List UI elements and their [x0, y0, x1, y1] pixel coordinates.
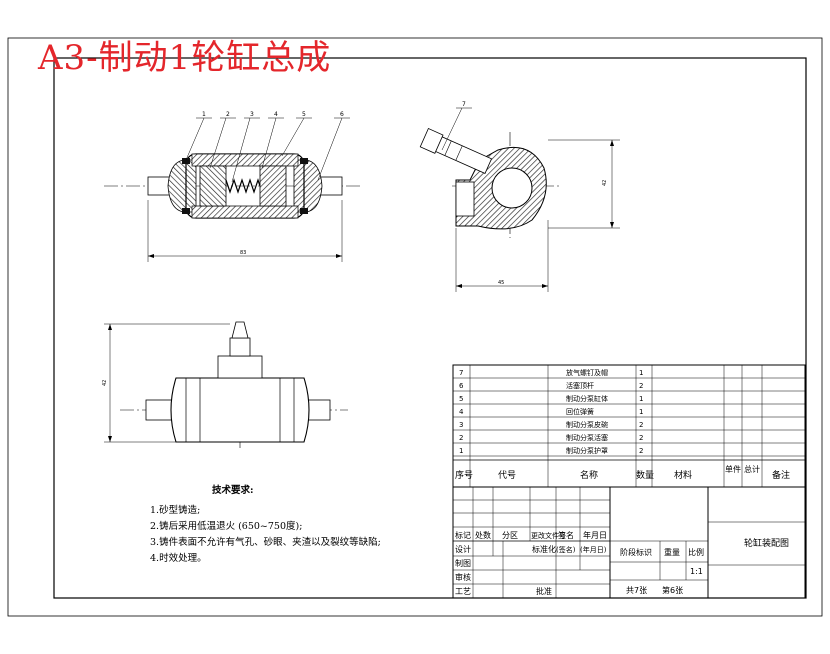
tb-stage: 阶段标识 — [620, 547, 652, 557]
section-view: 1 2 3 4 5 6 83 — [104, 111, 360, 262]
bom-row-qty: 2 — [639, 382, 643, 390]
bom-rows: 7 放气螺钉及帽 1 6 活塞顶杆 2 5 制动分泵缸体 1 4 回位弹簧 1 3 制动分泵皮碗 2 2 制动分… — [459, 368, 643, 455]
note-2: 2.铸后采用低温退火 (650~750度); — [150, 521, 303, 532]
balloon-7: 7 — [462, 101, 466, 108]
bom-row-no: 5 — [459, 395, 463, 403]
tb-mark: 标记 — [455, 530, 471, 540]
bom-row-name: 制动分泵护罩 — [566, 446, 608, 455]
note-3: 3.铸件表面不允许有气孔、砂眼、夹渣以及裂纹等缺陷; — [150, 537, 381, 548]
bom-row-no: 2 — [459, 434, 463, 442]
bom-row-qty: 1 — [639, 408, 643, 416]
bom-row-name: 制动分泵皮碗 — [566, 420, 608, 429]
bom-row-qty: 1 — [639, 369, 643, 377]
tb-scale: 比例 — [688, 547, 704, 557]
tb-date: 年月日 — [583, 530, 607, 540]
bom-row-name: 活塞顶杆 — [566, 381, 594, 390]
side-view: 7 42 45 — [419, 101, 620, 292]
tb-scale-val: 1:1 — [690, 567, 703, 576]
tb-process: 工艺 — [455, 587, 471, 596]
bom-row-no: 6 — [459, 382, 464, 390]
bom-header-total: 总计 — [744, 464, 760, 474]
bom-row-no: 3 — [459, 421, 463, 429]
tb-sign2: (签名) — [556, 545, 576, 554]
dim-height-side: 42 — [602, 180, 608, 186]
bom-row-qty: 2 — [639, 447, 643, 455]
bom-row-qty: 2 — [639, 434, 643, 442]
bom-row-qty: 2 — [639, 421, 643, 429]
tb-zone: 分区 — [502, 531, 518, 540]
bom-header-no: 序号 — [455, 469, 473, 481]
tb-count: 处数 — [475, 530, 491, 540]
title-block-grid — [452, 486, 806, 599]
tb-drawing-name: 轮缸装配图 — [744, 537, 789, 549]
title-block-text: 标记 处数 分区 更改文件号 签名 年月日 设计 标准化 (签名) (年月日) … — [455, 530, 789, 596]
bom-header-material: 材料 — [674, 469, 692, 481]
tb-weight: 重量 — [664, 547, 680, 557]
inner-border — [53, 57, 807, 599]
bom-row-name: 放气螺钉及帽 — [566, 368, 608, 377]
dim-length: 83 — [240, 250, 246, 256]
tb-review: 审核 — [455, 572, 471, 582]
bom-row-no: 4 — [459, 408, 464, 416]
note-4: 4.时效处理。 — [150, 553, 207, 564]
balloon-3: 3 — [250, 111, 254, 118]
tb-std: 标准化 — [532, 544, 556, 554]
bom-row-no: 7 — [459, 369, 463, 377]
bom-row-name: 制动分泵活塞 — [566, 433, 608, 442]
dim-width-side: 45 — [498, 280, 504, 286]
bom-row-qty: 1 — [639, 395, 643, 403]
note-1: 1.砂型铸造; — [150, 505, 201, 516]
bom-header-qty: 数量 — [636, 469, 654, 481]
outside-view: 42 — [102, 321, 348, 450]
outer-border — [7, 37, 823, 617]
bom-row-no: 1 — [459, 447, 463, 455]
bom-header-remark: 备注 — [772, 469, 790, 481]
tb-sheet-no: 第6张 — [662, 585, 683, 595]
dim-height-bottom: 42 — [102, 380, 108, 386]
balloon-6: 6 — [340, 111, 344, 118]
tb-change-doc: 更改文件号 — [531, 531, 566, 540]
bom-header: 序号 代号 名称 数量 材料 单件 总计 备注 — [455, 464, 790, 481]
bom-row-name: 回位弹簧 — [566, 407, 594, 416]
bom-row-name: 制动分泵缸体 — [566, 394, 608, 403]
bom-header-name: 名称 — [580, 469, 598, 481]
bom-header-unit: 单件 — [725, 464, 741, 474]
page-title: A3-制动1轮缸总成 — [38, 38, 332, 78]
tb-date2: (年月日) — [580, 545, 607, 554]
balloon-2: 2 — [226, 111, 230, 118]
balloon-1: 1 — [202, 111, 206, 118]
balloon-4: 4 — [274, 111, 278, 118]
bom-header-code: 代号 — [498, 470, 516, 481]
tb-sign: 签名 — [558, 530, 574, 540]
tb-draw: 制图 — [455, 558, 471, 568]
balloon-5: 5 — [302, 111, 306, 118]
tb-sheets-total: 共7张 — [626, 586, 647, 595]
tb-design: 设计 — [455, 544, 471, 554]
notes-title: 技术要求: — [212, 485, 254, 496]
tb-approve: 批准 — [536, 586, 552, 596]
